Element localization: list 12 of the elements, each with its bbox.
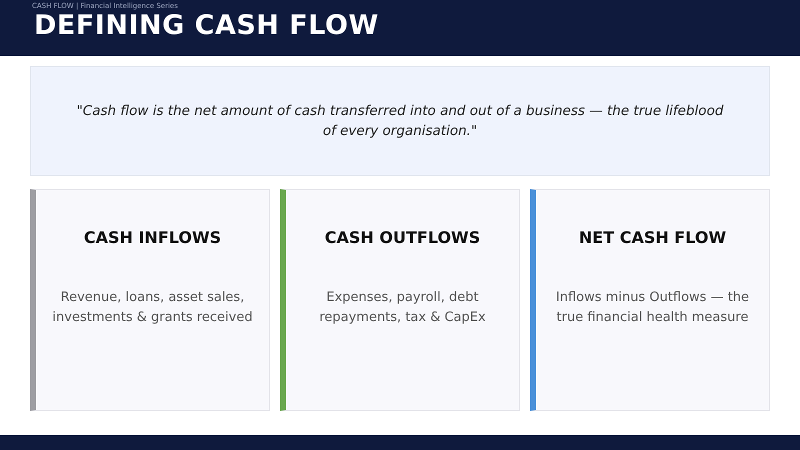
card-description: Expenses, payroll, debt repayments, tax & CapEx (318, 289, 487, 328)
card-description: Inflows minus Outflows — the true financial health measure (554, 289, 750, 328)
info-card (530, 189, 770, 411)
card-description: Revenue, loans, asset sales, investments & grants received (51, 289, 254, 328)
info-card (30, 189, 270, 411)
slide-title: DEFINING CASH FLOW (34, 10, 379, 41)
card-heading: CASH OUTFLOWS (324, 228, 482, 247)
info-card (280, 189, 520, 411)
card-heading: NET CASH FLOW (578, 228, 728, 247)
quote-panel (30, 66, 770, 176)
card-heading: CASH INFLOWS (82, 228, 222, 247)
quote-text: "Cash flow is the net amount of cash transferred into and out of a business — the true lifeblood of every organisation." (76, 102, 724, 141)
